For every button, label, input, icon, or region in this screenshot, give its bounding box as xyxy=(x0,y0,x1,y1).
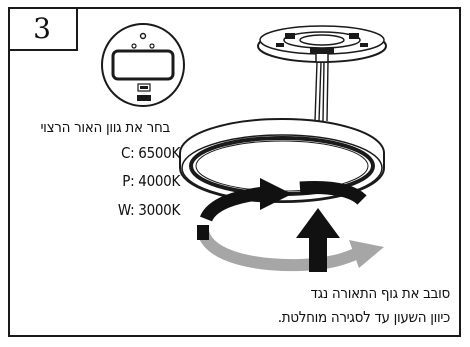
suspension-cables xyxy=(315,62,328,121)
color-switch-inset xyxy=(102,24,184,106)
rotate-instruction-line1: סובב את גוף התאורה נגד xyxy=(200,284,450,302)
ceiling-mount-plate xyxy=(258,26,386,62)
switch-knob-icon xyxy=(137,95,151,101)
choose-color-instruction: בחר את גוון האור הרצוי xyxy=(18,118,170,136)
temp-option-cool: C: 6500K xyxy=(60,144,180,162)
rotation-arrow-gray xyxy=(203,232,384,268)
temp-option-warm: W: 3000K xyxy=(60,201,180,219)
rotate-instruction-line2: כיוון השעון עד לסגירה מוחלטת. xyxy=(200,308,450,326)
temp-option-neutral: P: 4000K xyxy=(60,172,180,190)
